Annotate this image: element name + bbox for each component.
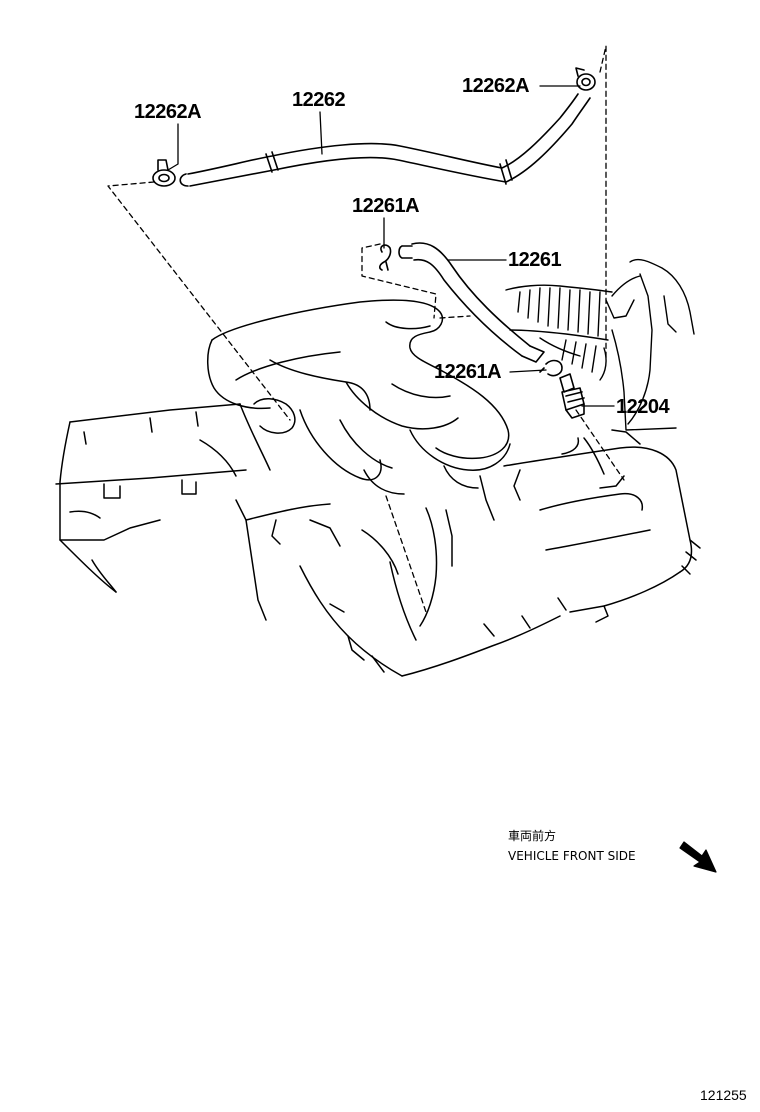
- ventilation-hose-12262: [179, 93, 591, 187]
- engine-intake-manifold: [207, 299, 511, 495]
- vehicle-front-note-english: VEHICLE FRONT SIDE: [508, 849, 636, 863]
- callout-clamp-12261a-lower: 12261A: [434, 361, 502, 383]
- engine-cylinder-head-left: [55, 403, 271, 593]
- engine-cylinder-head-right: [479, 429, 701, 623]
- engine-block-center: [235, 499, 567, 677]
- pcv-valve-12204: [559, 373, 585, 419]
- hose-clamp-12261a-upper: [379, 244, 392, 271]
- callout-clamp-12261a-upper: 12261A: [352, 195, 420, 217]
- hose-clamp-12262a-left: [152, 159, 176, 187]
- callout-clamp-12262a-left: 12262A: [134, 101, 202, 123]
- callout-clamp-12262a-right: 12262A: [462, 75, 530, 97]
- ventilation-hose-12261: [398, 242, 545, 363]
- callout-hose-12262: 12262: [292, 89, 346, 111]
- engine-bellows-and-bracket: [505, 258, 695, 431]
- vehicle-front-note-japanese: 車両前方: [508, 829, 557, 843]
- assembly-leader-lines: [107, 45, 625, 613]
- callout-leader-lines: [167, 85, 615, 407]
- arrow-down-right-icon: [679, 841, 717, 873]
- hose-clamp-12262a-right: [575, 67, 596, 91]
- hose-clamp-12261a-lower: [539, 359, 563, 377]
- illustration-id: 121255: [700, 1087, 747, 1103]
- callout-pcv-valve-12204: 12204: [616, 396, 670, 418]
- callout-hose-12261: 12261: [508, 249, 562, 271]
